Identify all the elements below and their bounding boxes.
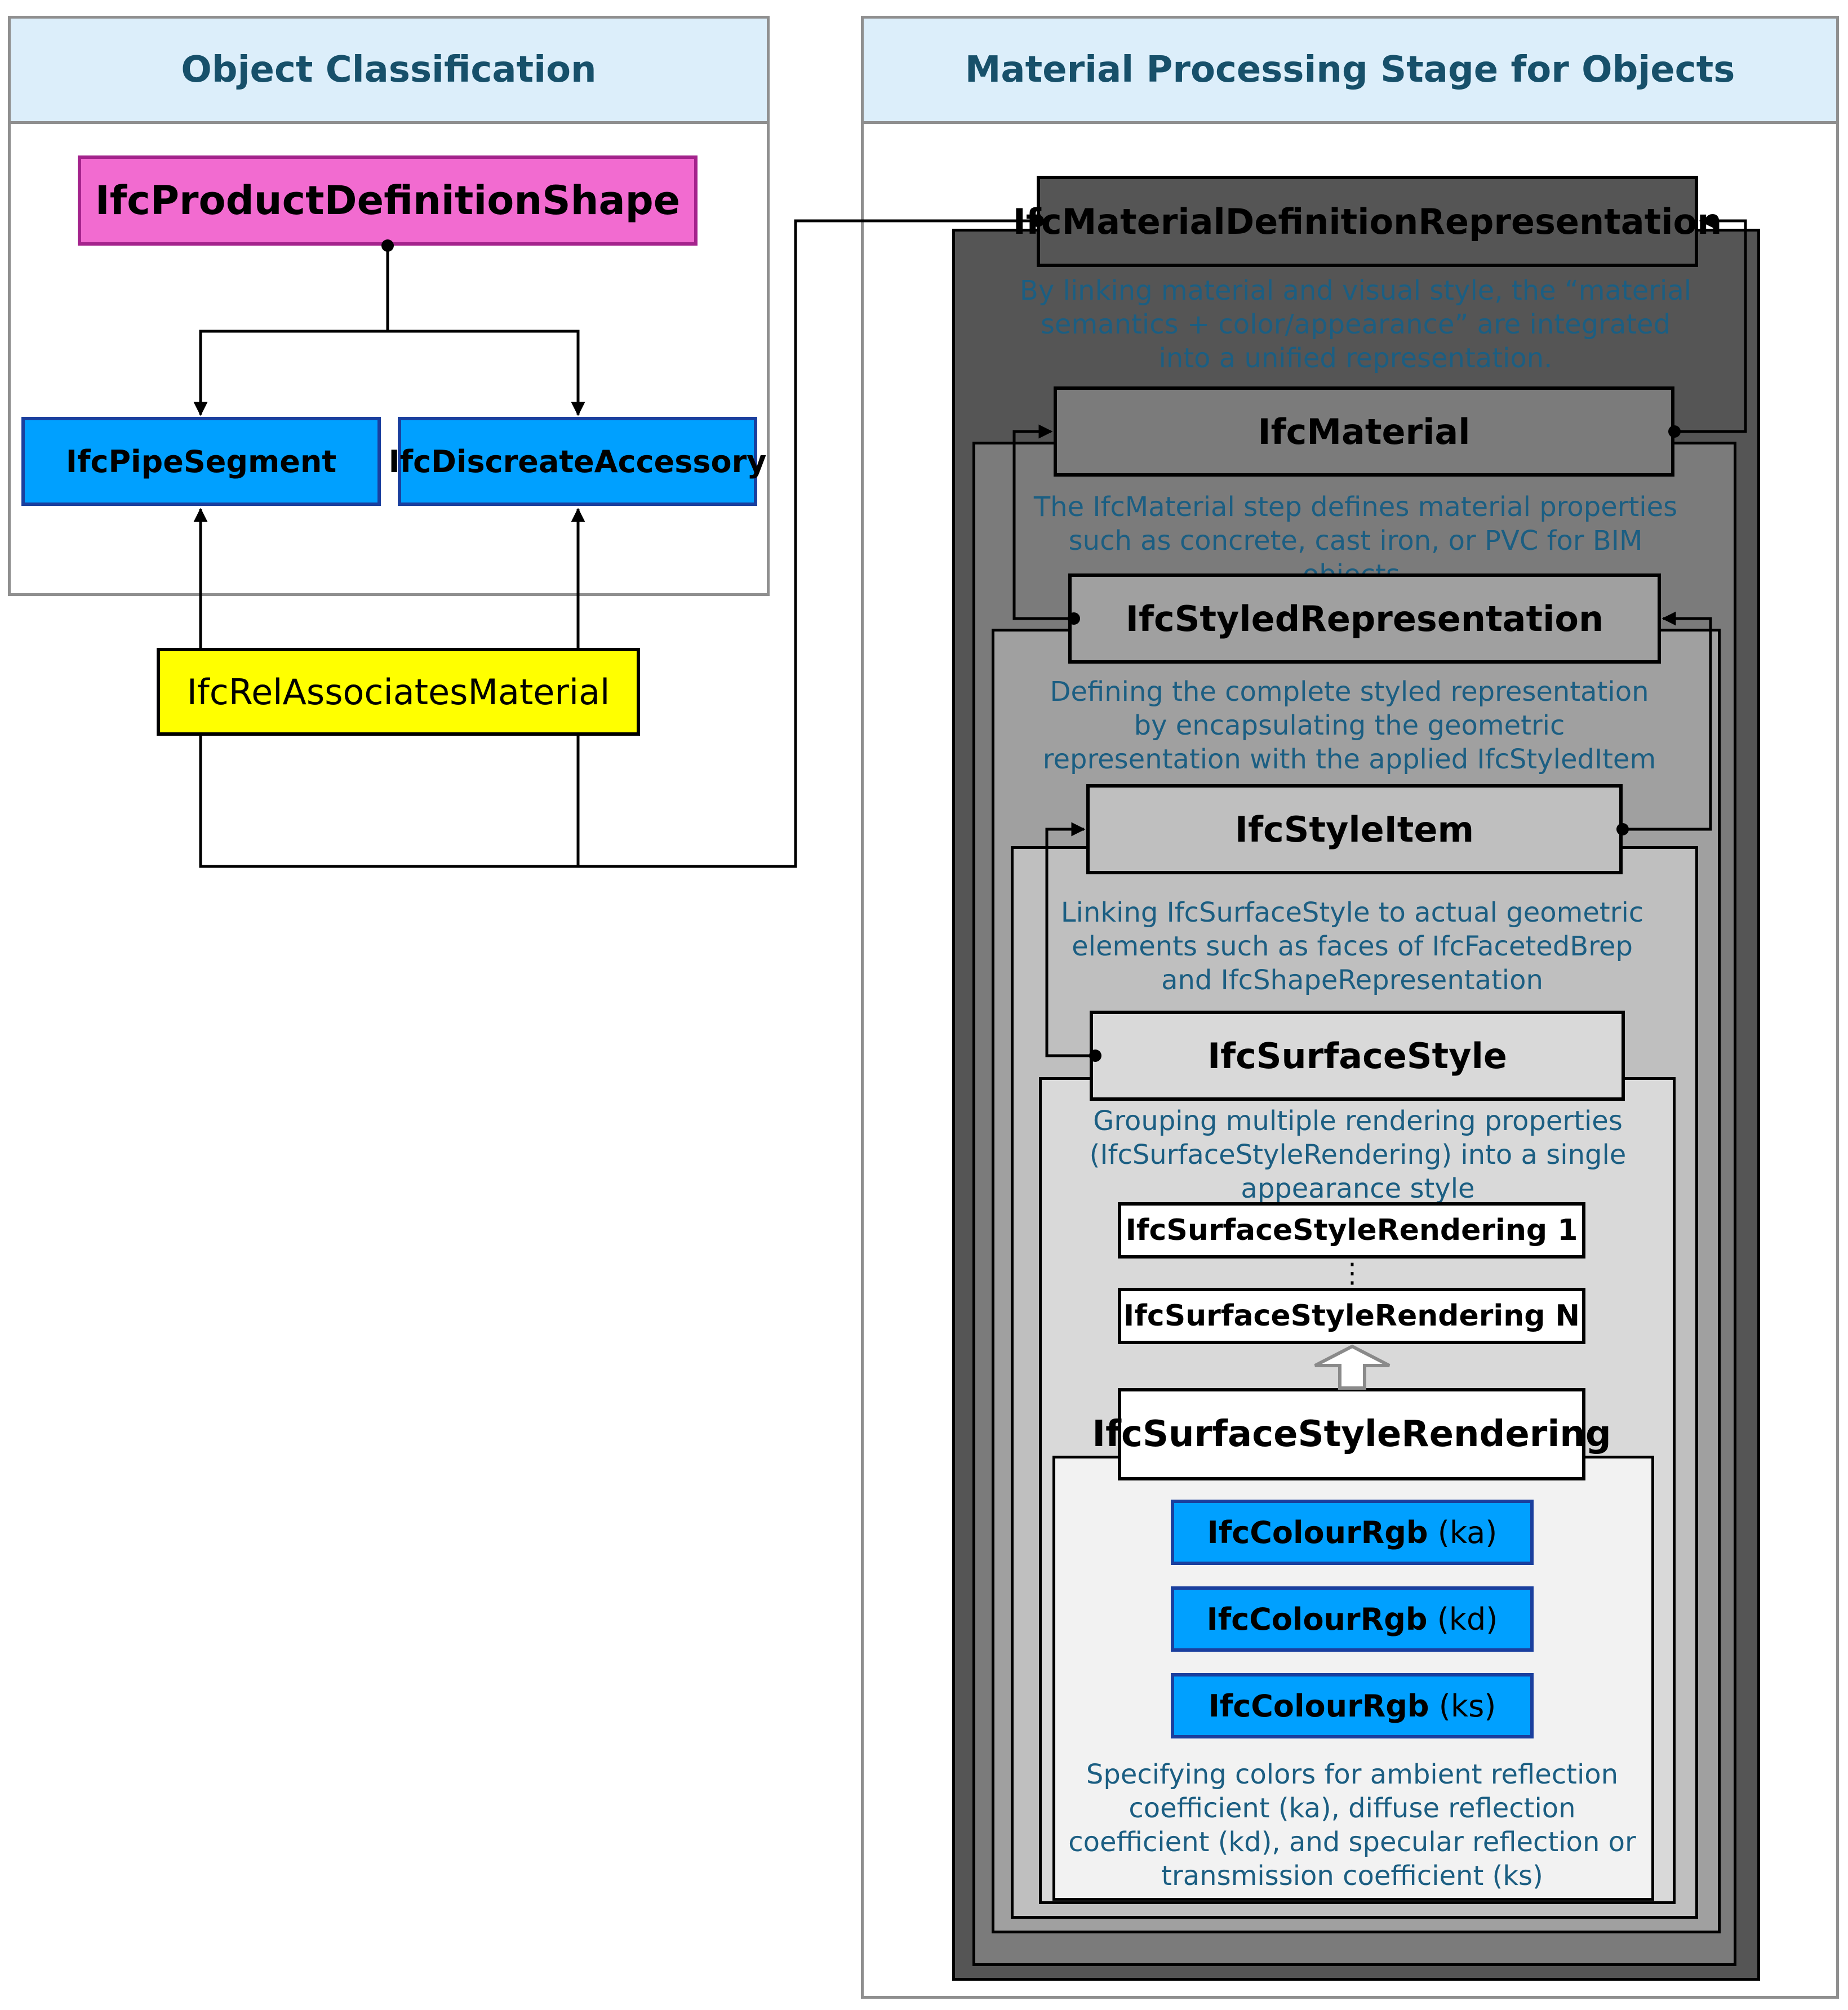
mdr-connector-dot: [1032, 215, 1044, 227]
colour-suffix: (kd): [1437, 1601, 1498, 1637]
surface-to-styleitem-connector: [1045, 822, 1095, 1057]
shape-to-accessory-connector: [388, 330, 585, 416]
material-description: The IfcMaterial step defines material pr…: [1033, 491, 1678, 590]
ifc-surface-style-rendering-box: IfcSurfaceStyleRendering: [1092, 1388, 1611, 1480]
styleitem-to-styled-connector: [1623, 611, 1712, 831]
shape-to-pipe-connector: [193, 330, 388, 416]
object-classification-header: Object Classification: [8, 16, 770, 124]
surface-connector-dot: [1089, 1050, 1101, 1062]
ifc-rel-associates-material-box: IfcRelAssociatesMaterial: [157, 648, 640, 736]
ifc-surface-style-box: IfcSurfaceStyle: [1090, 1011, 1625, 1101]
hollow-up-arrow-icon: [1314, 1344, 1391, 1390]
material-processing-header: Material Processing Stage for Objects: [861, 16, 1839, 124]
ifc-colour-rgb-ks-box: IfcColourRgb (ks): [1171, 1673, 1534, 1738]
shape-connector-dot: [381, 239, 394, 252]
material-connector-dot: [1668, 425, 1681, 438]
colour-suffix: (ka): [1437, 1514, 1498, 1550]
ifc-colour-rgb-ka-box: IfcColourRgb (ka): [1171, 1500, 1534, 1565]
surface-style-rendering-1-box: IfcSurfaceStyleRendering 1: [1118, 1202, 1585, 1259]
colour-name: IfcColourRgb: [1206, 1601, 1428, 1637]
colour-suffix: (ks): [1438, 1688, 1496, 1724]
mdr-description: By linking material and visual style, th…: [1019, 275, 1692, 374]
ifc-pipe-segment-box: IfcPipeSegment: [21, 417, 381, 506]
ifc-material-box: IfcMaterial: [1054, 386, 1674, 477]
ifc-product-definition-shape-box: IfcProductDefinitionShape: [78, 155, 698, 246]
surface-style-description: Grouping multiple rendering properties (…: [1089, 1105, 1627, 1204]
rendering-ellipsis: ⋮: [1339, 1257, 1366, 1289]
ifc-material-definition-representation-box: IfcMaterialDefinitionRepresentation: [1013, 176, 1722, 267]
styleitem-connector-dot: [1616, 823, 1629, 835]
styled-representation-description: Defining the complete styled representat…: [1042, 676, 1656, 775]
material-to-mdr-connector: [1674, 214, 1747, 433]
ifc-colour-rgb-kd-box: IfcColourRgb (kd): [1171, 1586, 1534, 1652]
colour-name: IfcColourRgb: [1208, 1688, 1429, 1724]
ifc-style-item-box: IfcStyleItem: [1086, 784, 1623, 874]
styled-connector-dot: [1068, 612, 1080, 625]
styled-to-material-connector: [1012, 424, 1074, 620]
colour-name: IfcColourRgb: [1207, 1514, 1428, 1550]
rel-to-mdr-connector: [199, 219, 1037, 868]
ifc-styled-representation-box: IfcStyledRepresentation: [1068, 573, 1661, 664]
surface-style-rendering-n-box: IfcSurfaceStyleRendering N: [1118, 1288, 1585, 1344]
ifc-discreate-accessory-box: IfcDiscreateAccessory: [389, 417, 766, 506]
style-item-description: Linking IfcSurfaceStyle to actual geomet…: [1060, 897, 1644, 996]
rendering-description: Specifying colors for ambient reflection…: [1068, 1759, 1636, 1892]
